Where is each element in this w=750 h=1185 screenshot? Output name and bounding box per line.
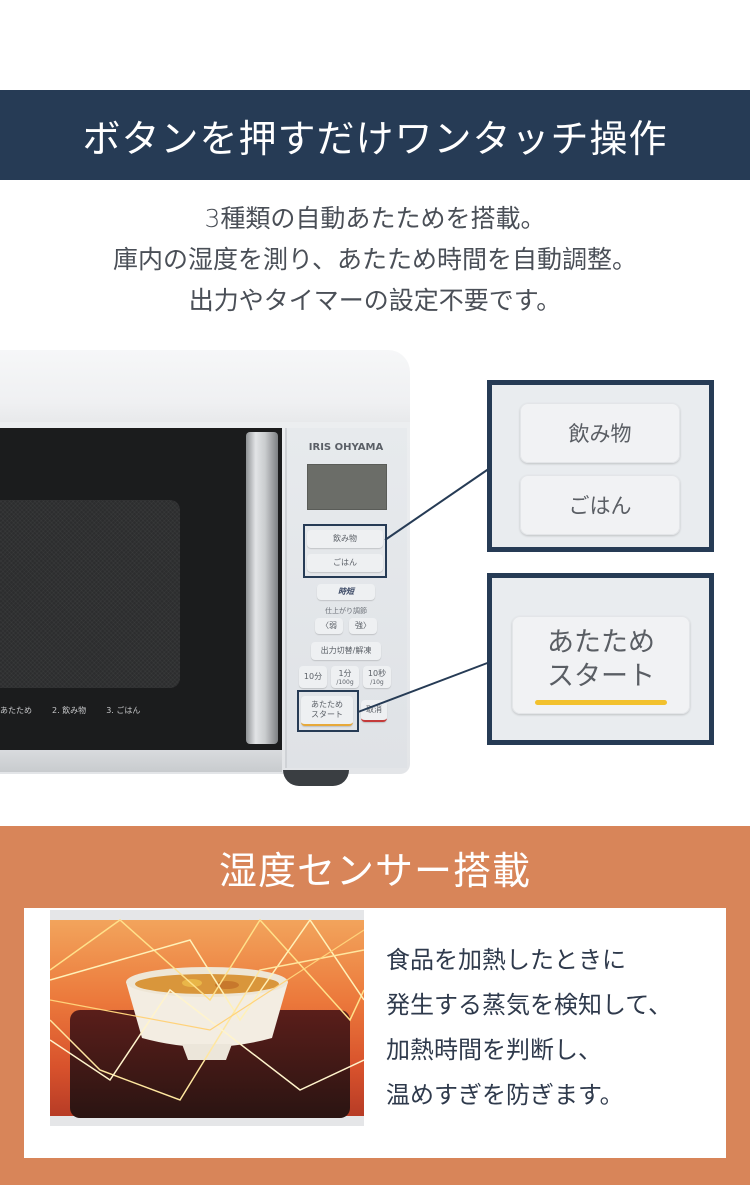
strong-button[interactable]: 強〉 — [349, 618, 377, 634]
callout-rice-button: ごはん — [520, 475, 680, 535]
sensor-heading-text: 湿度センサー搭載 — [218, 848, 531, 893]
weak-button[interactable]: 〈弱 — [315, 618, 343, 634]
control-panel: IRIS OHYAMA 飲み物 ごはん 時短 仕上がり調節 〈弱 強〉 出力切替… — [285, 428, 407, 768]
one-min-button[interactable]: 1分 /100g — [331, 666, 359, 688]
door-handle — [246, 432, 278, 744]
door-label: 3. ごはん — [106, 706, 141, 715]
drink-button-label: 飲み物 — [333, 534, 357, 543]
rice-button-label: ごはん — [333, 558, 357, 567]
callout-drink-button: 飲み物 — [520, 403, 680, 463]
sensor-card: 食品を加熱したときに 発生する蒸気を検知して、 加熱時間を判断し、 温めすぎを防… — [24, 908, 726, 1158]
microwave-window — [0, 500, 180, 688]
door-label: 2. 飲み物 — [52, 706, 87, 715]
ten-sec-sub-label: /10g — [370, 678, 384, 686]
feature-heading-text: ボタンを押すだけワンタッチ操作 — [82, 116, 668, 161]
intro-line: 庫内の湿度を測り、あたため時間を自動調整。 — [112, 245, 637, 274]
intro-text: 3種類の自動あたためを搭載。 庫内の湿度を測り、あたため時間を自動調整。 出力や… — [0, 198, 750, 321]
callout-rice-label: ごはん — [568, 494, 632, 518]
sensor-line: 温めすぎを防ぎます。 — [386, 1081, 624, 1109]
cancel-button[interactable]: 取消 — [361, 700, 387, 722]
feature-heading-one-touch: ボタンを押すだけワンタッチ操作 — [0, 90, 750, 180]
microwave-foot — [283, 770, 349, 786]
one-min-label: 1分 — [338, 668, 352, 678]
sensor-line: 加熱時間を判断し、 — [386, 1036, 602, 1064]
callout-auto-buttons: 飲み物 ごはん — [487, 380, 714, 552]
one-min-sub-label: /100g — [336, 678, 354, 686]
door-labels: あたため 2. 飲み物 3. ごはん — [0, 705, 140, 716]
start-label-line2: スタート — [311, 710, 343, 719]
callout-start-button: あたため スタート — [487, 573, 714, 745]
sensor-wave-lines — [50, 918, 364, 1101]
microwave-illustration: あたため 2. 飲み物 3. ごはん IRIS OHYAMA 飲み物 ごはん 時… — [0, 340, 750, 810]
output-defrost-button[interactable]: 出力切替/解凍 — [311, 642, 381, 660]
quick-button[interactable]: 時短 — [317, 584, 375, 600]
humidity-sensor-section: 湿度センサー搭載 食品を加熱したときに 発生する蒸気 — [0, 826, 750, 1185]
callout-start-line2: スタート — [547, 660, 655, 692]
callout-drink-label: 飲み物 — [568, 422, 632, 446]
ten-sec-button[interactable]: 10秒 /10g — [363, 666, 391, 688]
callout-start-btn: あたため スタート — [512, 616, 690, 714]
microwave-top — [0, 350, 410, 425]
intro-line: 出力やタイマーの設定不要です。 — [188, 286, 562, 315]
quick-button-label: 時短 — [338, 587, 354, 596]
lcd-display — [307, 464, 387, 510]
highlight-box-auto-buttons — [303, 524, 387, 578]
output-defrost-label: 出力切替/解凍 — [320, 646, 372, 655]
ten-min-label: 10分 — [303, 672, 323, 681]
soup-bowl-icon — [126, 967, 288, 1060]
ten-min-button[interactable]: 10分 — [299, 666, 327, 688]
finish-adjust-label: 仕上がり調節 — [325, 607, 367, 615]
brand-logo: IRIS OHYAMA — [308, 442, 384, 453]
strong-button-label: 強〉 — [355, 621, 371, 630]
microwave-base-strip — [0, 750, 282, 772]
sensor-heading: 湿度センサー搭載 — [0, 826, 750, 908]
ten-sec-label: 10秒 — [367, 668, 387, 678]
cancel-label: 取消 — [366, 705, 382, 714]
door-label: あたため — [0, 706, 32, 715]
sensor-description: 食品を加熱したときに 発生する蒸気を検知して、 加熱時間を判断し、 温めすぎを防… — [386, 938, 672, 1118]
start-button[interactable]: あたため スタート — [301, 696, 353, 726]
sensor-photo — [50, 910, 364, 1126]
start-underline — [535, 699, 667, 705]
callout-start-line1: あたため — [547, 626, 655, 658]
intro-line: 3種類の自動あたためを搭載。 — [204, 204, 546, 233]
rice-button[interactable]: ごはん — [307, 554, 383, 572]
weak-button-label: 〈弱 — [321, 621, 337, 630]
start-label-line1: あたため — [311, 700, 343, 709]
sensor-line: 食品を加熱したときに — [386, 946, 626, 974]
sensor-line: 発生する蒸気を検知して、 — [386, 991, 673, 1019]
drink-button[interactable]: 飲み物 — [307, 530, 383, 548]
